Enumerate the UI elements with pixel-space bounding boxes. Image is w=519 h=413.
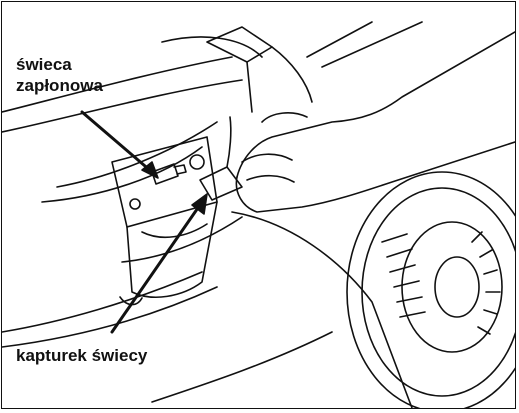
- spark-plug-cap-label: kapturek świecy: [16, 345, 147, 366]
- rear-wheel: [347, 172, 515, 408]
- hand: [236, 32, 515, 212]
- spark-plug-arrow: [82, 112, 158, 178]
- engine-block: [112, 137, 217, 305]
- spark-plug-cap-arrow: [112, 194, 207, 332]
- spark-plug-label-line1: świeca: [16, 54, 103, 75]
- spark-plug-label: świeca zapłonowa: [16, 54, 103, 96]
- mower-deck: [2, 212, 412, 408]
- spark-plug-label-line2: zapłonowa: [16, 75, 103, 96]
- fuel-tank: [207, 22, 422, 112]
